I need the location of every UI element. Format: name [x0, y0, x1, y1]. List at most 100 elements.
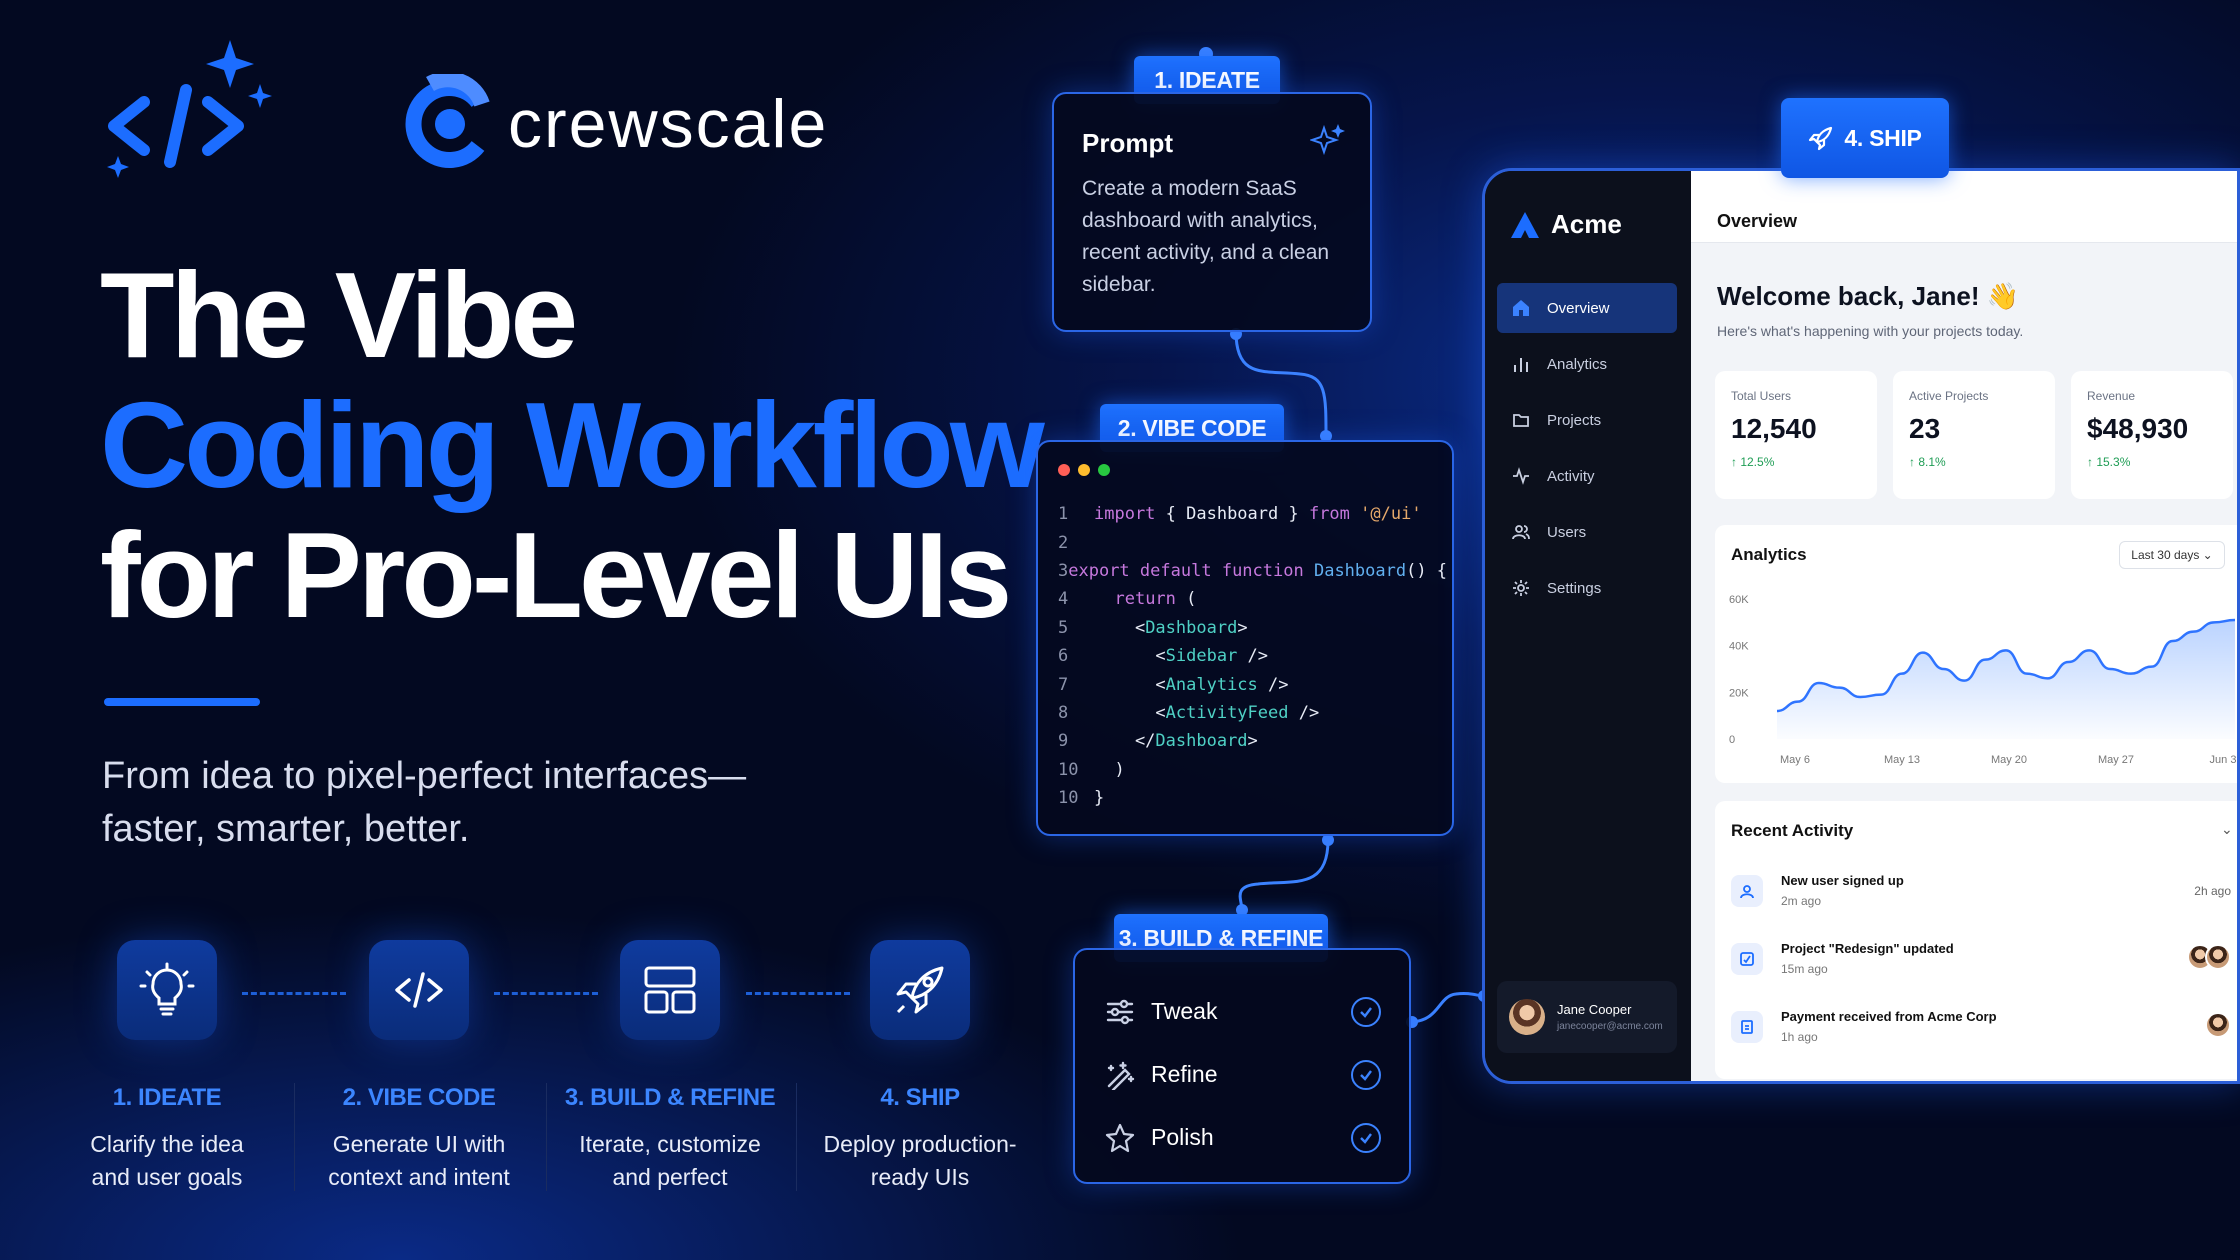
- nav-settings[interactable]: Settings: [1497, 563, 1677, 613]
- code-line: 6 <Sidebar />: [1058, 642, 1432, 670]
- code-text: <Analytics />: [1094, 674, 1289, 695]
- check-icon: [1351, 1059, 1381, 1090]
- nav-analytics[interactable]: Analytics: [1497, 339, 1677, 389]
- series-line: [1776, 618, 2236, 713]
- check-icon: [1351, 996, 1381, 1027]
- nav-projects[interactable]: Projects: [1497, 395, 1677, 445]
- line-number: 2: [1058, 532, 1069, 553]
- x-tick-label: Jun 3: [2210, 754, 2237, 766]
- area-fill: [1777, 620, 2235, 739]
- edit-icon: [1731, 942, 1763, 975]
- rocket-icon: [1809, 126, 1833, 151]
- subtitle-line-2: faster, smarter, better.: [102, 808, 470, 850]
- hero-headline: The Vibe Coding Workflow for Pro-Level U…: [100, 247, 1045, 640]
- line-number: 10: [1058, 759, 1079, 780]
- y-tick-label: 60K: [1729, 594, 1749, 606]
- star-icon: [1103, 1121, 1137, 1155]
- prompt-title: Prompt: [1082, 128, 1173, 158]
- step-title: 2. VIBE CODE: [342, 1084, 496, 1111]
- code-line: 4 return (: [1058, 585, 1432, 613]
- check-icon: [1351, 1122, 1381, 1153]
- layout-icon: [620, 940, 720, 1040]
- nav-users[interactable]: Users: [1497, 507, 1677, 557]
- line-number: 6: [1058, 646, 1069, 667]
- build-item-label: Polish: [1151, 1124, 1214, 1150]
- code-line: 5 <Dashboard>: [1058, 614, 1432, 642]
- code-line: 8 <ActivityFeed />: [1058, 699, 1432, 727]
- x-tick-label: May 20: [1991, 754, 2027, 766]
- build-item-polish[interactable]: Polish: [1103, 1106, 1381, 1169]
- step-desc: Deploy production-ready UIs: [823, 1131, 1017, 1190]
- home-icon: [1511, 298, 1531, 318]
- code-text: <Sidebar />: [1094, 646, 1269, 667]
- nav-overview[interactable]: Overview: [1497, 283, 1677, 333]
- hero-subtitle: From idea to pixel-perfect interfaces— f…: [102, 750, 862, 856]
- step-ship: 4. SHIP Deploy production-ready UIs: [795, 940, 1045, 1194]
- divider: [546, 1083, 547, 1191]
- code-icon: [369, 940, 469, 1040]
- prompt-text: Create a modern SaaS dashboard with anal…: [1082, 177, 1330, 296]
- ship-label: 4. SHIP: [1781, 98, 1949, 178]
- y-tick-label: 40K: [1729, 641, 1749, 653]
- acme-logo: Acme: [1509, 209, 1622, 240]
- code-line: 10 ): [1058, 756, 1432, 784]
- divider: [796, 1083, 797, 1191]
- avatar: [2205, 1012, 2231, 1041]
- user-name: Jane Cooper: [1557, 1002, 1632, 1017]
- code-text: </Dashboard>: [1094, 731, 1258, 752]
- code-text: import { Dashboard } from '@/ui': [1094, 504, 1422, 525]
- step-title: 1. IDEATE: [112, 1084, 222, 1111]
- code-line: 7 <Analytics />: [1058, 670, 1432, 698]
- lightbulb-icon: [117, 940, 217, 1040]
- recent-activity-title: Recent Activity: [1731, 821, 1854, 840]
- line-number: 7: [1058, 674, 1069, 695]
- date-range-select[interactable]: Last 30 days ⌄: [2119, 541, 2225, 569]
- stat-revenue: Revenue$48,930↑ 15.3%: [2071, 371, 2233, 499]
- dashboard-sidebar: Acme Overview Analytics Projects Activit…: [1485, 171, 1691, 1081]
- welcome-heading: Welcome back, Jane! 👋: [1717, 281, 2020, 311]
- page-title: Overview: [1691, 171, 2237, 243]
- step-title: 3. BUILD & REFINE: [564, 1084, 776, 1111]
- code-text: export default function Dashboard() {: [1068, 560, 1448, 581]
- build-item-refine[interactable]: Refine: [1103, 1043, 1381, 1106]
- code-line: 2: [1058, 528, 1432, 556]
- sliders-icon: [1103, 995, 1137, 1029]
- receipt-icon: [1731, 1010, 1763, 1043]
- build-item-label: Refine: [1151, 1061, 1218, 1087]
- dashboard-main: Overview Welcome back, Jane! 👋 Here's wh…: [1691, 171, 2237, 1081]
- code-text: <ActivityFeed />: [1094, 702, 1320, 723]
- build-refine-card: Tweak Refine Polish: [1073, 948, 1411, 1184]
- build-item-tweak[interactable]: Tweak: [1103, 980, 1381, 1043]
- welcome-subtitle: Here's what's happening with your projec…: [1717, 323, 2024, 339]
- brand-logo: crewscale: [404, 74, 828, 174]
- sparkle-icon: [1310, 124, 1345, 156]
- y-tick-label: 20K: [1729, 687, 1749, 699]
- pulse-icon: [1511, 466, 1531, 486]
- headline-line-1: The Vibe: [100, 247, 578, 383]
- sidebar-nav: Overview Analytics Projects Activity Use…: [1497, 283, 1677, 619]
- line-number: 10: [1058, 788, 1079, 809]
- step-connector: [242, 992, 346, 995]
- nav-activity[interactable]: Activity: [1497, 451, 1677, 501]
- headline-underline: [104, 698, 260, 706]
- analytics-title: Analytics: [1731, 545, 1807, 564]
- chevron-down-icon[interactable]: ⌄: [2221, 821, 2233, 837]
